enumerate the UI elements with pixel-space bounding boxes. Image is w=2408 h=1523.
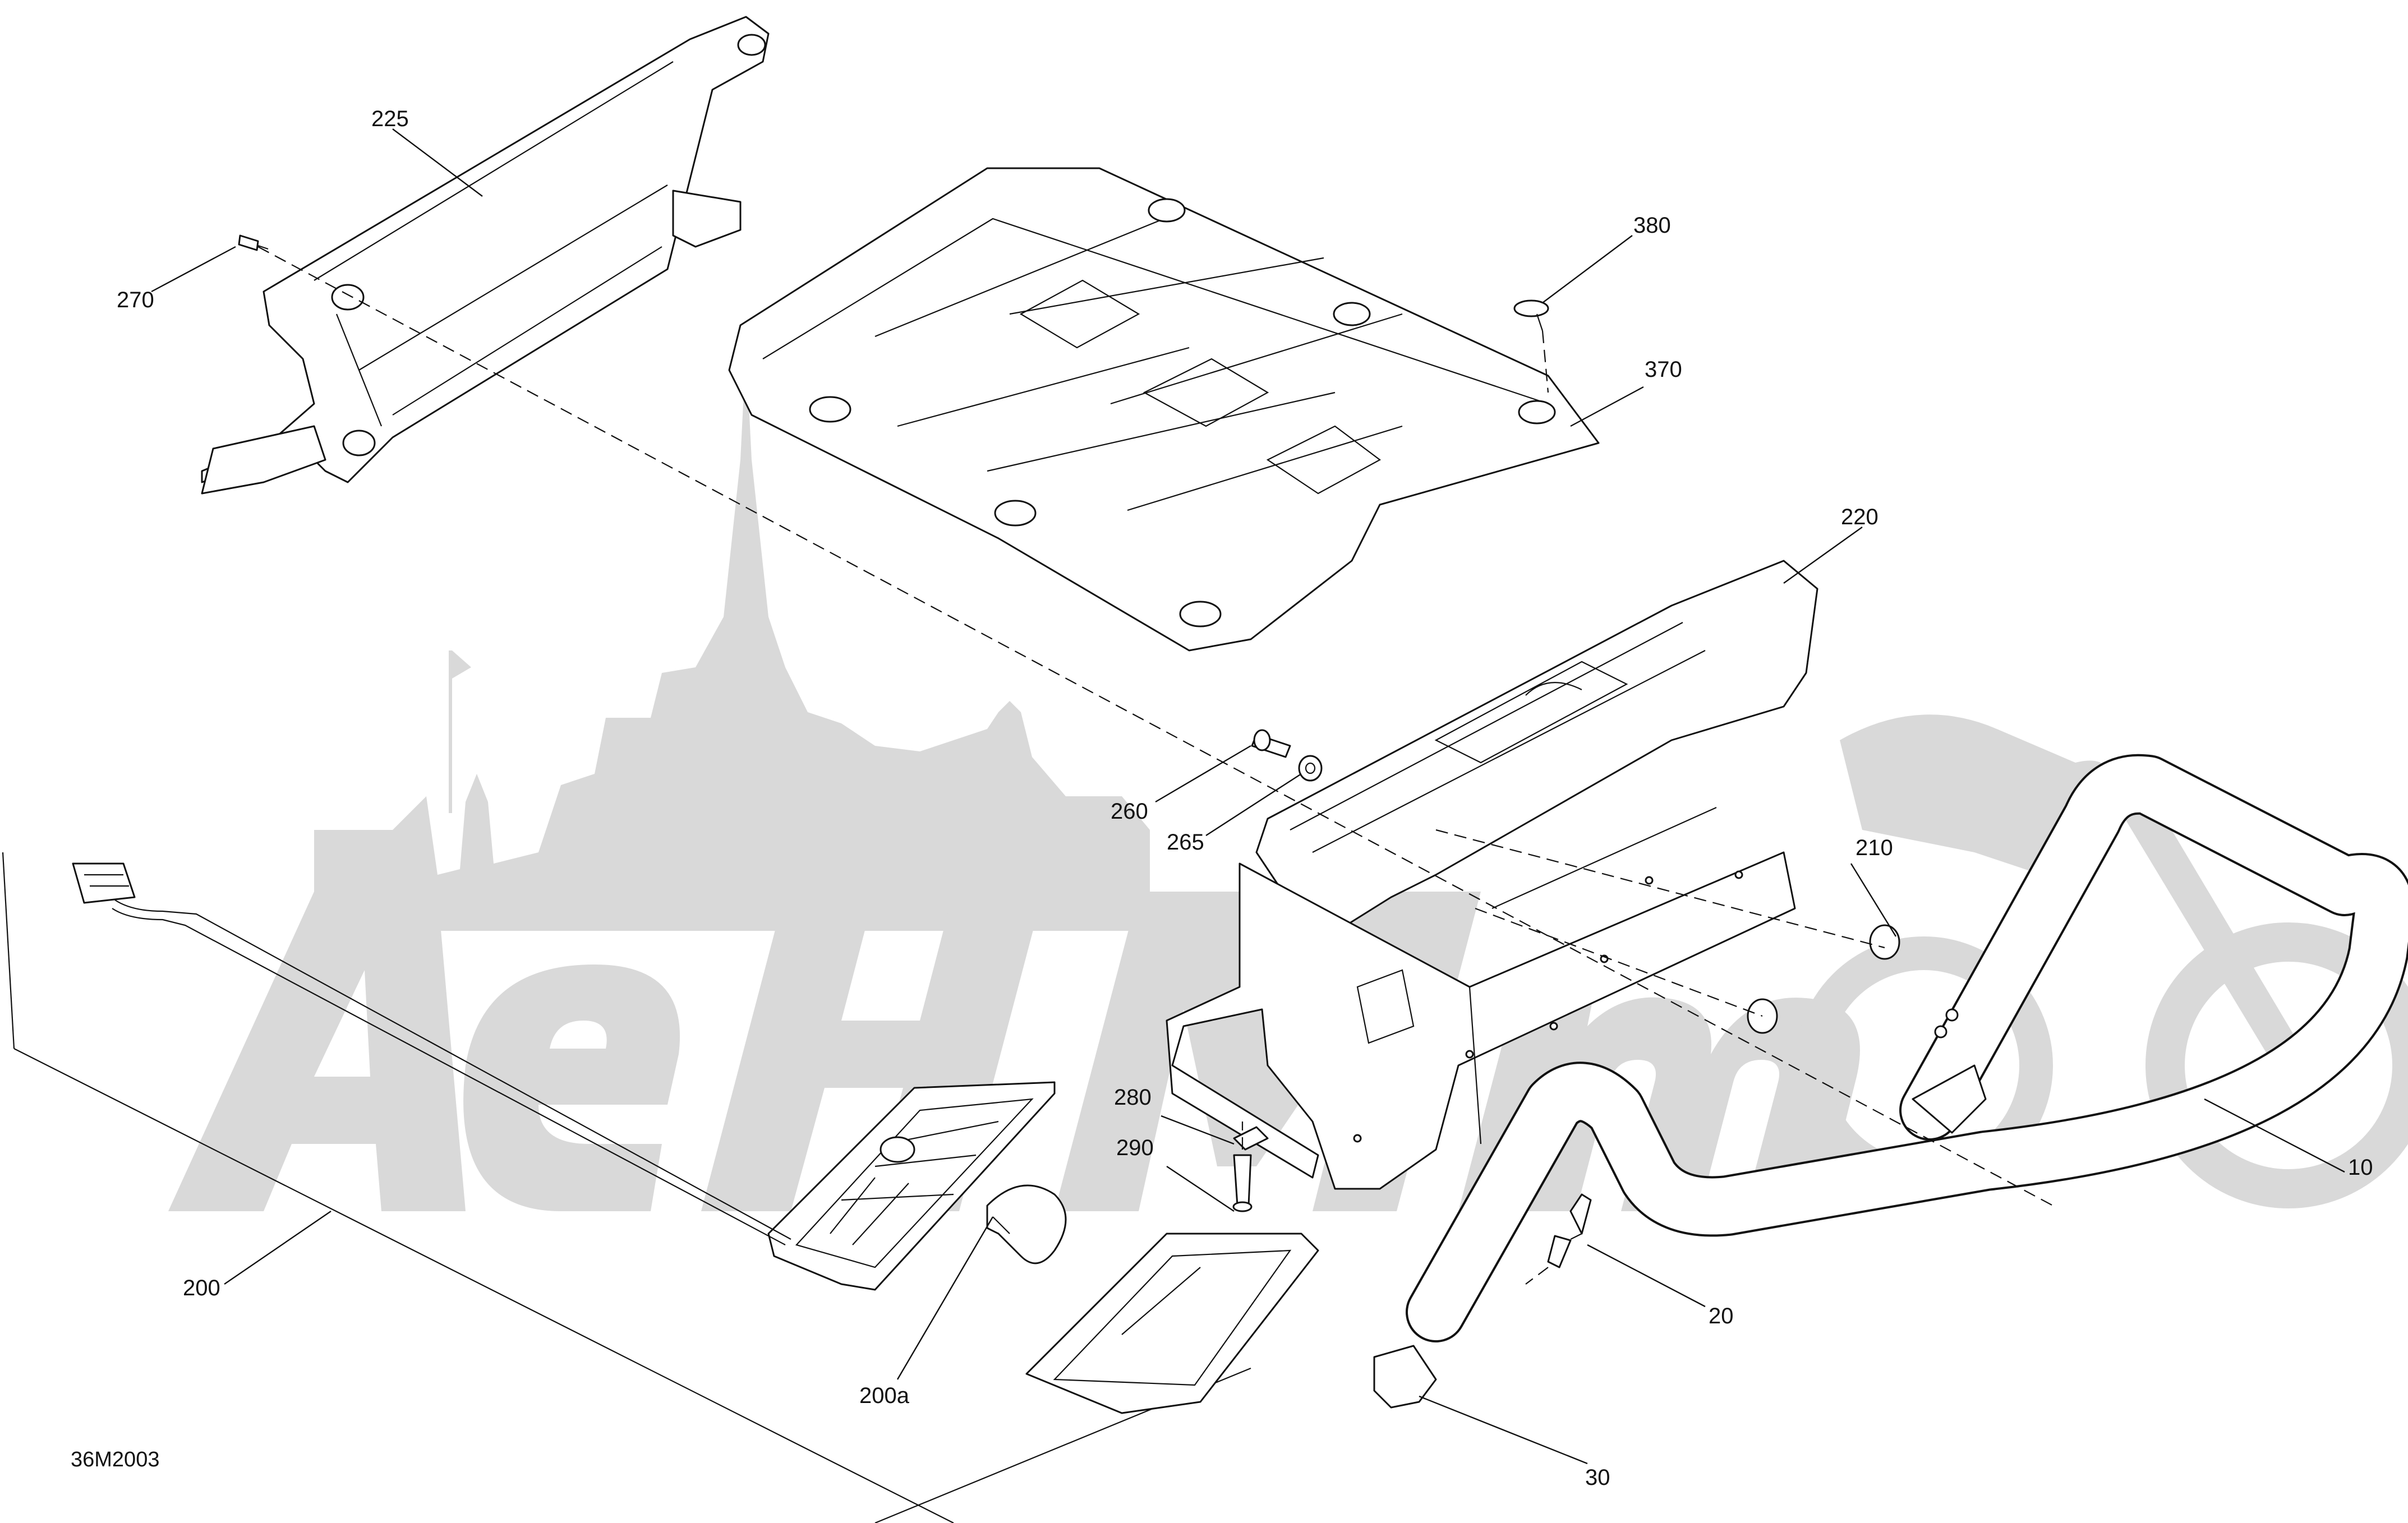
callout-200: 200 — [183, 1276, 220, 1300]
callout-210: 210 — [1856, 836, 1893, 860]
watermark-letter-5 — [1458, 997, 1860, 1211]
callout-280: 280 — [1114, 1085, 1152, 1110]
callout-370: 370 — [1645, 357, 1682, 382]
watermark-motorcycle-body — [1840, 714, 2111, 875]
watermark-flag — [449, 650, 452, 813]
part-370-skid-plate — [728, 167, 1600, 652]
frame-line-left — [2, 852, 15, 1049]
watermark-letter-2 — [463, 964, 680, 1211]
watermark-fork — [2098, 763, 2305, 1071]
part-225-bracket — [201, 16, 770, 495]
hardware — [238, 234, 1900, 1409]
assembly-lines — [257, 246, 2054, 1285]
callout-380: 380 — [1633, 213, 1671, 238]
watermark-letter-1 — [168, 892, 466, 1211]
callout-220: 220 — [1841, 505, 1878, 529]
callout-30: 30 — [1585, 1465, 1610, 1490]
frame-line-bottom-left — [13, 1048, 954, 1523]
part-220-housing — [1166, 560, 1818, 1190]
watermark-flag-cloth — [452, 650, 471, 679]
callout-290: 290 — [1116, 1136, 1154, 1160]
callout-10: 10 — [2348, 1155, 2373, 1180]
callout-20: 20 — [1709, 1304, 1734, 1328]
callout-265: 265 — [1167, 830, 1204, 855]
watermark — [168, 348, 2408, 1211]
callout-260: 260 — [1111, 799, 1148, 824]
callout-200a: 200a — [859, 1383, 910, 1408]
part-200-light-assembly — [72, 862, 1319, 1414]
callout-225: 225 — [371, 107, 409, 131]
leader-lines — [151, 128, 2345, 1465]
part-10-tube-bar — [1406, 754, 2408, 1342]
callouts: 225 270 380 370 220 260 265 210 10 280 2… — [71, 107, 2373, 1490]
watermark-skyline — [314, 348, 1150, 931]
callout-270: 270 — [117, 288, 154, 312]
watermark-wheel-front — [2145, 922, 2408, 1208]
reference-code: 36M2003 — [71, 1448, 159, 1471]
